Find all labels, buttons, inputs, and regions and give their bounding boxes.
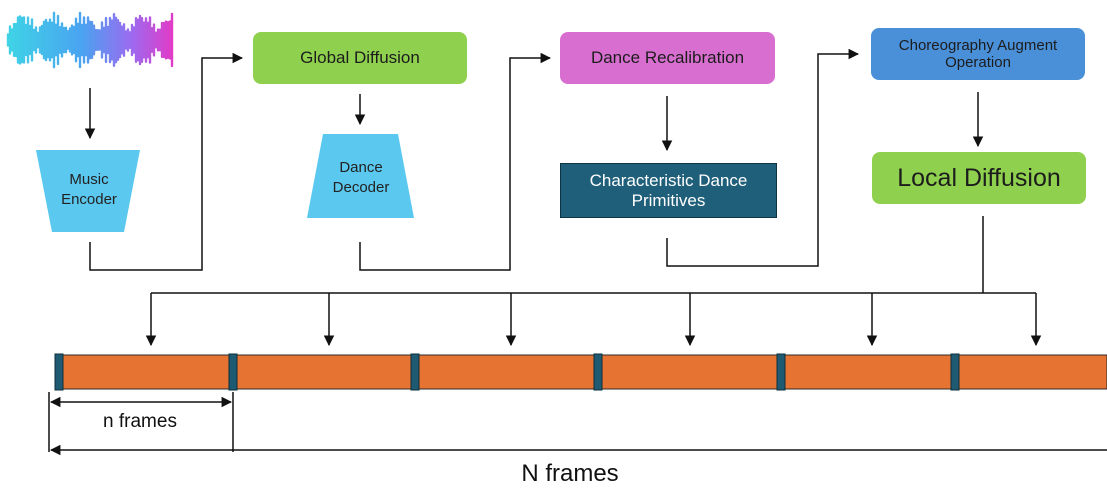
segment-boundary-marker bbox=[54, 353, 64, 391]
music-encoder-shape bbox=[36, 150, 140, 232]
n-frames-label: n frames bbox=[103, 411, 177, 432]
choreography-augment-node: Choreography Augment Operation bbox=[871, 28, 1085, 80]
dance-recalibration-node: Dance Recalibration bbox=[560, 32, 775, 84]
segment-boundary-marker bbox=[950, 353, 960, 391]
arrow-primitives-to-augment bbox=[666, 48, 860, 267]
segment-boundary-marker bbox=[593, 353, 603, 391]
global-diffusion-node: Global Diffusion bbox=[253, 32, 467, 84]
local-diffusion-node: Local Diffusion bbox=[872, 152, 1086, 204]
segment-boundary-marker bbox=[228, 353, 238, 391]
characteristic-primitives-node: Characteristic Dance Primitives bbox=[560, 163, 777, 218]
waveform-strokes bbox=[6, 11, 174, 69]
frame-timeline bbox=[54, 353, 1107, 391]
N-frames-label: N frames bbox=[521, 460, 619, 487]
segment-boundary-marker bbox=[410, 353, 420, 391]
timeline-bar bbox=[54, 354, 1107, 390]
distribution-arrows bbox=[145, 293, 1042, 347]
music-encoder-label: Music Encoder bbox=[61, 170, 117, 208]
arrow-encoder-to-global bbox=[89, 52, 244, 271]
segment-boundary-marker bbox=[776, 353, 786, 391]
arrow-decoder-to-recal bbox=[359, 52, 552, 271]
dance-decoder-shape bbox=[307, 134, 414, 218]
audio-waveform-icon bbox=[6, 11, 174, 69]
dance-decoder-label: Dance Decoder bbox=[332, 158, 390, 196]
